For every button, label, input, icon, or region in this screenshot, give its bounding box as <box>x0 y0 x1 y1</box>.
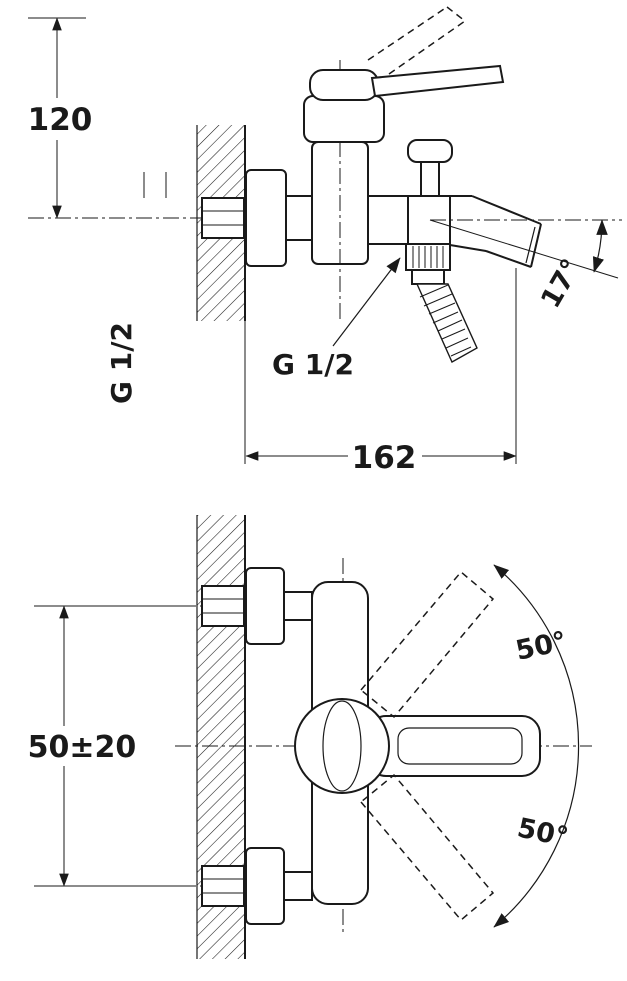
spout-angle-line <box>429 219 619 279</box>
diverter-knob-stem <box>420 161 440 197</box>
escutcheon-top <box>245 567 285 645</box>
swing-arc <box>493 564 580 928</box>
swing-angle-upper-label: 50° <box>513 626 569 667</box>
spout-angle-arc <box>592 219 608 273</box>
spout-aerator-line <box>525 226 536 264</box>
handle-position-lower-dashed <box>359 773 495 922</box>
connector-bottom <box>283 871 313 901</box>
escutcheon <box>245 169 287 267</box>
mixer-front <box>294 570 541 922</box>
dim-50: 50±20 <box>28 605 182 887</box>
hose-ridges <box>419 284 472 357</box>
inlet-top <box>201 567 313 645</box>
inlet-nut-top <box>201 585 245 627</box>
cartridge-housing <box>303 95 385 143</box>
diverter-knob-cap <box>407 139 453 163</box>
nipple-threads <box>412 246 444 268</box>
shower-thread-callout: G 1/2 <box>272 257 401 381</box>
wall-union-nut <box>201 197 245 239</box>
wall-section <box>196 125 246 464</box>
hose-collar <box>411 269 445 285</box>
mixer-side <box>201 6 542 363</box>
spout-outline <box>368 195 542 268</box>
handle-position-upper-dashed <box>359 570 495 719</box>
wall-thread-callout: G 1/2 <box>105 172 167 404</box>
handle-lever-raised-dashed <box>367 6 466 75</box>
shower-thread-label: G 1/2 <box>272 348 354 381</box>
dim-162-label: 162 <box>352 440 417 476</box>
inlet-bottom <box>201 847 313 925</box>
connector-top <box>283 591 313 621</box>
cartridge-cap <box>309 69 379 101</box>
handle-ball-highlight <box>322 700 362 792</box>
dim-120: 120 <box>28 17 93 219</box>
handle-lever <box>370 64 505 98</box>
handle-bar <box>367 715 541 777</box>
spout-angle-label: 17° <box>535 254 587 314</box>
connector-pipe <box>285 195 313 241</box>
handle-bar-inner <box>397 727 523 765</box>
spout-angle-callout: 17° <box>429 219 622 314</box>
handle-ball <box>294 698 390 794</box>
swing-angle-lower-label: 50° <box>515 813 571 854</box>
dim-162: 162 <box>245 268 517 476</box>
wall-thread-label: G 1/2 <box>105 322 138 404</box>
escutcheon-bottom <box>245 847 285 925</box>
shower-hose <box>415 283 478 363</box>
dim-120-label: 120 <box>28 102 93 138</box>
dim-50-label: 50±20 <box>28 730 137 765</box>
front-view: 50±20 50° <box>28 515 592 959</box>
side-view: 120 G 1/2 <box>28 6 622 476</box>
inlet-nut-bottom <box>201 865 245 907</box>
shower-thread-leader-arrow <box>332 257 401 347</box>
